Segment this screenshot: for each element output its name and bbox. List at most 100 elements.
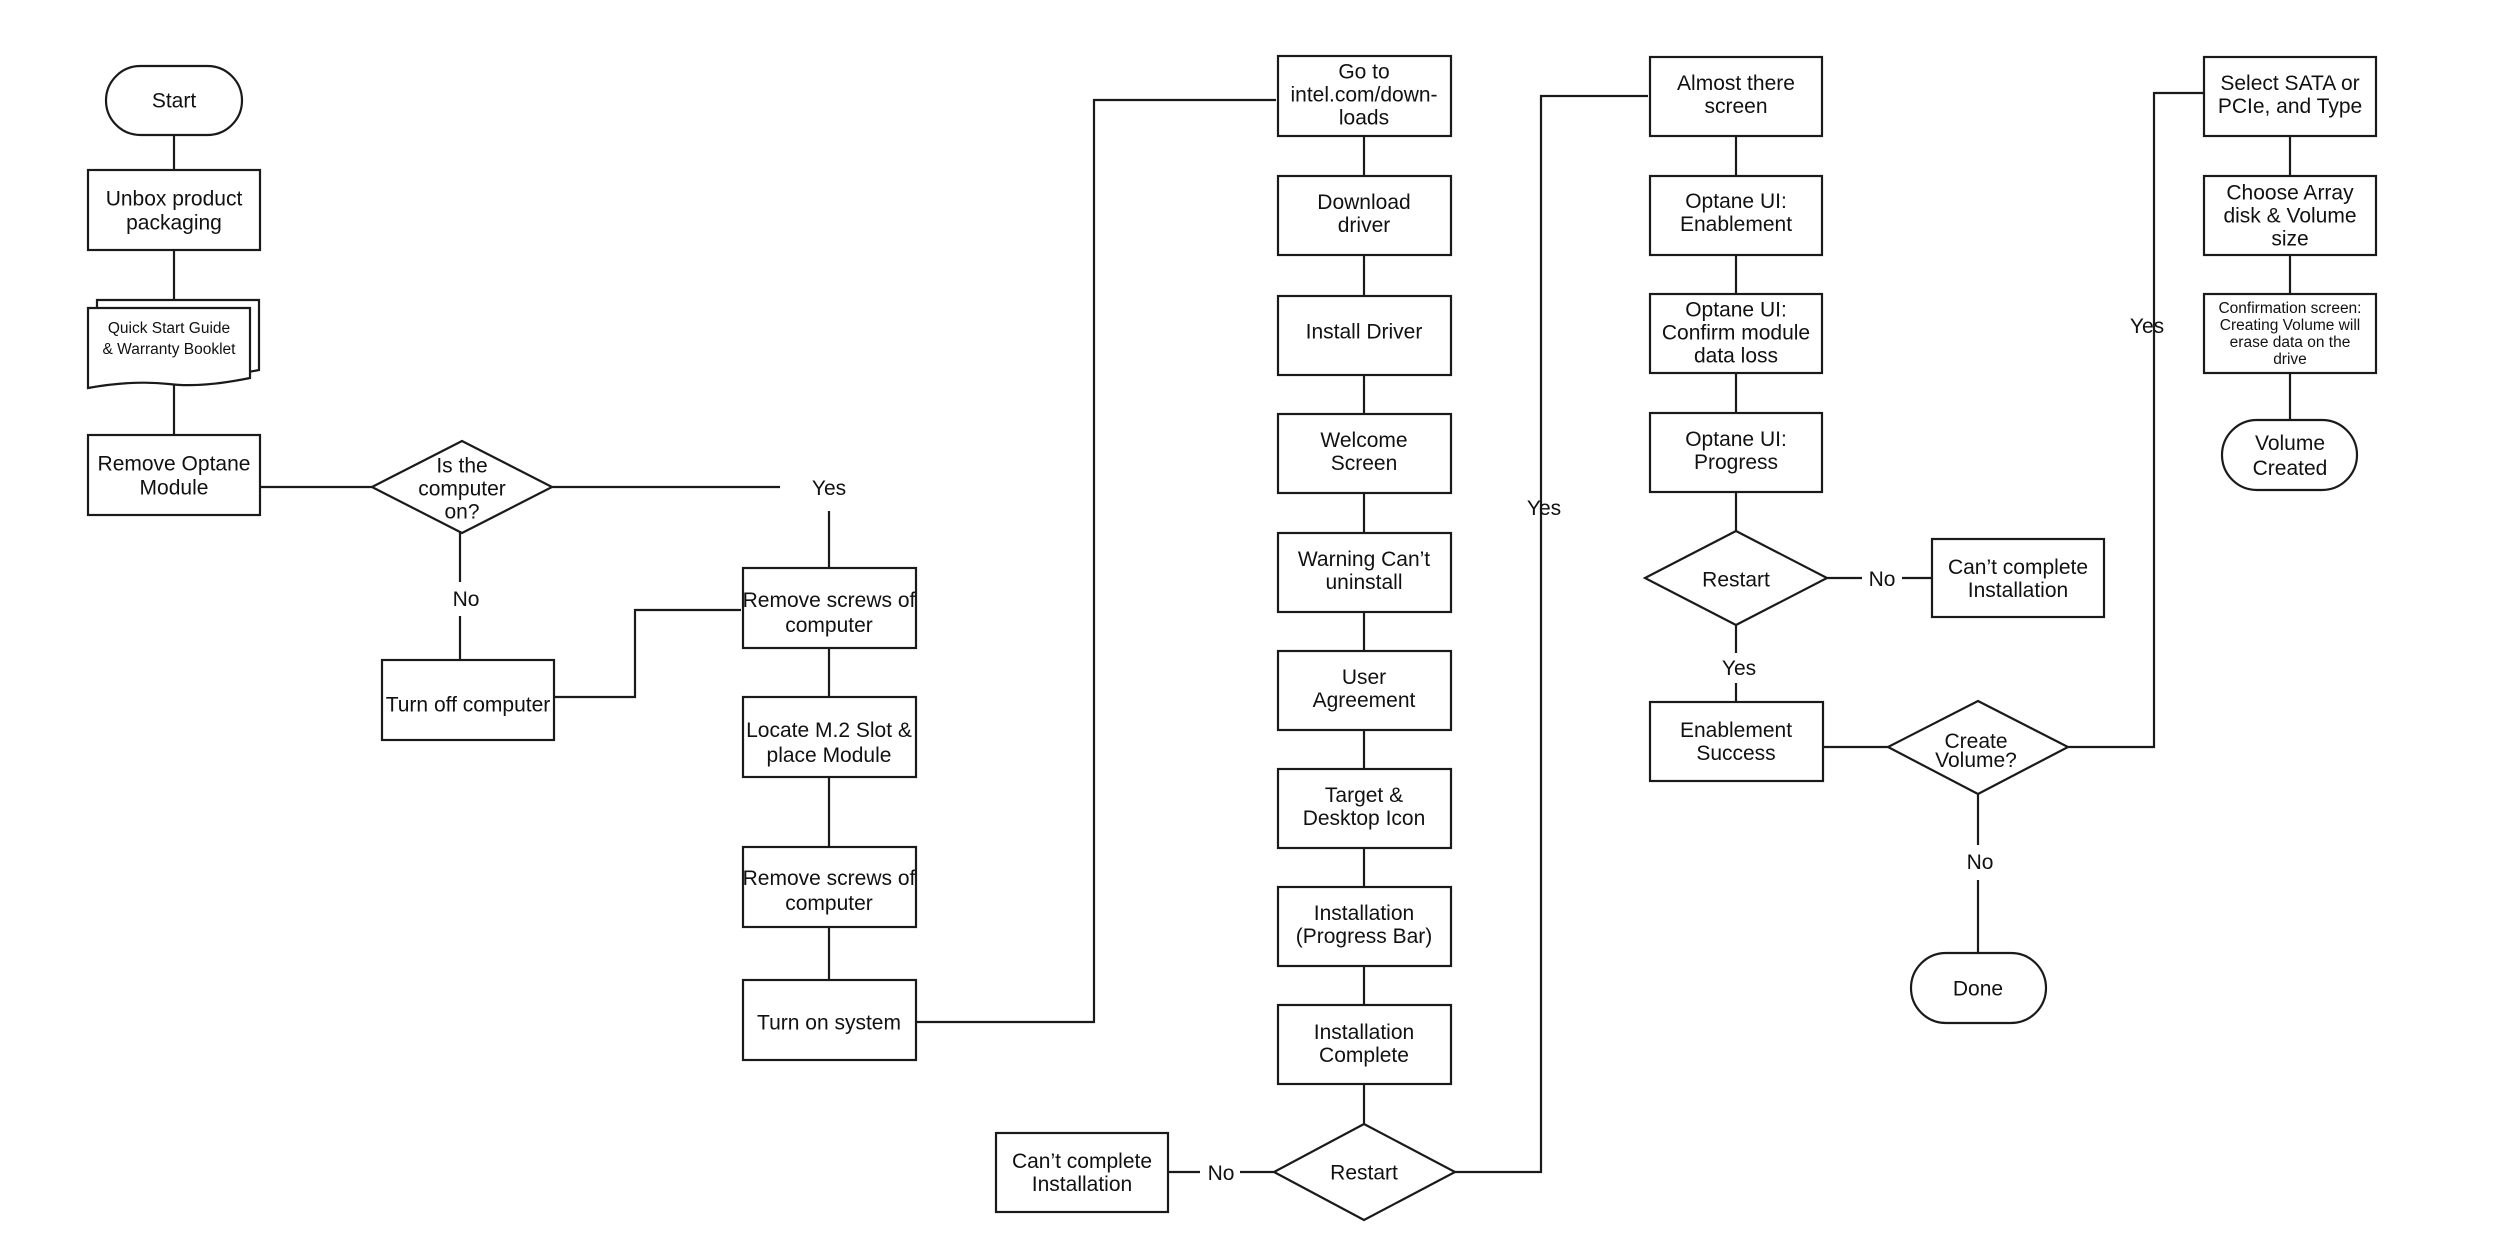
install-complete-label-line: Complete <box>1319 1044 1409 1067</box>
agreement-label-line: Agreement <box>1313 689 1416 712</box>
ui-confirm-label-line: Confirm module <box>1662 321 1810 344</box>
qsg-label-line: Quick Start Guide <box>108 320 230 337</box>
confirmation-label-line: Confirmation screen: <box>2218 300 2361 317</box>
volume-created-label-line: Created <box>2253 457 2328 480</box>
install-driver-label: Install Driver <box>1306 320 1423 343</box>
agreement-box <box>1276 649 1453 732</box>
target-box <box>1276 767 1453 850</box>
computer-on-label-line: on? <box>444 500 479 523</box>
ui-progress-label: Optane UI:Progress <box>1685 428 1787 474</box>
turn-on-label: Turn on system <box>757 1011 901 1034</box>
shapes <box>86 54 2378 1222</box>
unbox-label-line: Unbox product <box>106 187 243 210</box>
remove-screws-1-label-line: Remove screws of <box>743 589 916 612</box>
turn-off-label-line: Turn off computer <box>386 693 551 716</box>
download-label-line: driver <box>1338 214 1391 237</box>
start-label-line: Start <box>152 89 197 112</box>
remove-screws-1-label-line: computer <box>785 614 873 637</box>
edge-turn-off-remove-screws <box>554 608 741 699</box>
qsg-label: Quick Start Guide & Warranty Booklet <box>103 320 237 358</box>
start-label: Start <box>152 89 197 112</box>
restart-2-decision <box>1642 529 1830 627</box>
create-volume-no-label: No <box>1967 851 1994 874</box>
goto-intel-label-line: intel.com/down- <box>1290 83 1437 106</box>
ui-confirm-box <box>1648 292 1824 375</box>
confirmation-label-line: erase data on the <box>2230 334 2351 351</box>
create-volume-decision <box>1885 699 2071 796</box>
locate-m2-label-line: Locate M.2 Slot & <box>746 719 912 742</box>
target-label-line: Target & <box>1325 784 1403 807</box>
turn-on-box <box>741 978 918 1062</box>
select-sata-label-line: Select SATA or <box>2220 72 2359 95</box>
choose-array-label-line: size <box>2271 227 2308 250</box>
goto-intel-label-line: Go to <box>1338 60 1389 83</box>
create-volume-yes-label: Yes <box>2130 315 2164 338</box>
goto-intel-label-line: loads <box>1339 106 1389 129</box>
cant-complete-1-label-line: Installation <box>1032 1173 1132 1196</box>
choose-array-label-line: disk & Volume <box>2223 204 2356 227</box>
computer-on-yes-label: Yes <box>812 477 846 500</box>
almost-label-line: screen <box>1704 95 1767 118</box>
locate-m2-label: Locate M.2 Slot &place Module <box>746 719 912 767</box>
cant-complete-2-label-line: Can’t complete <box>1948 556 2088 579</box>
qsg-document <box>86 306 252 390</box>
restart-1-label: Restart <box>1330 1161 1398 1184</box>
ui-confirm-label-line: Optane UI: <box>1685 298 1787 321</box>
install-complete-label-line: Installation <box>1314 1021 1414 1044</box>
turn-on-label-line: Turn on system <box>757 1011 901 1034</box>
remove-screws-2-label-line: Remove screws of <box>743 867 916 890</box>
cant-complete-2-box <box>1930 537 2106 619</box>
install-progress-label-line: (Progress Bar) <box>1296 925 1433 948</box>
target-label: Target &Desktop Icon <box>1303 784 1426 830</box>
locate-m2-box <box>741 695 918 779</box>
qsg-label-line: & Warranty Booklet <box>103 341 237 358</box>
confirmation-label: Confirmation screen:Creating Volume will… <box>2218 300 2361 368</box>
ui-confirm-label-line: data loss <box>1694 344 1778 367</box>
choose-array-label-line: Choose Array <box>2226 181 2354 204</box>
restart-2-label-line: Restart <box>1702 568 1770 591</box>
warning-box <box>1276 531 1453 614</box>
download-label-line: Download <box>1317 191 1410 214</box>
restart-1-yes-label: Yes <box>1527 497 1561 520</box>
ui-enable-label-line: Enablement <box>1680 213 1792 236</box>
confirmation-box <box>2202 292 2378 375</box>
cant-complete-1-label-line: Can’t complete <box>1012 1150 1152 1173</box>
edge-restart1-yes-almost <box>1455 94 1648 1174</box>
remove-optane-label-line: Remove Optane <box>98 452 251 475</box>
remove-screws-2-label-line: computer <box>785 892 873 915</box>
unbox-box <box>86 168 262 252</box>
ui-progress-label-line: Optane UI: <box>1685 428 1787 451</box>
create-volume-label-line: Volume? <box>1935 749 2017 772</box>
ui-enable-box <box>1648 174 1824 257</box>
welcome-label-line: Welcome <box>1320 429 1407 452</box>
enable-success-label-line: Enablement <box>1680 719 1792 742</box>
install-driver-label-line: Install Driver <box>1306 320 1423 343</box>
choose-array-box <box>2202 174 2378 257</box>
remove-optane-label-line: Module <box>140 476 209 499</box>
locate-m2-label-line: place Module <box>767 744 892 767</box>
install-complete-box <box>1276 1003 1453 1086</box>
almost-box <box>1648 55 1824 138</box>
cant-complete-2-label-line: Installation <box>1968 579 2068 602</box>
restart-2-yes-label: Yes <box>1722 657 1756 680</box>
create-volume-label-line: Create <box>1944 730 2007 753</box>
done-label: Done <box>1953 977 2003 1000</box>
computer-on-label-line: Is the <box>436 454 487 477</box>
confirmation-label-line: Creating Volume will <box>2220 317 2360 334</box>
